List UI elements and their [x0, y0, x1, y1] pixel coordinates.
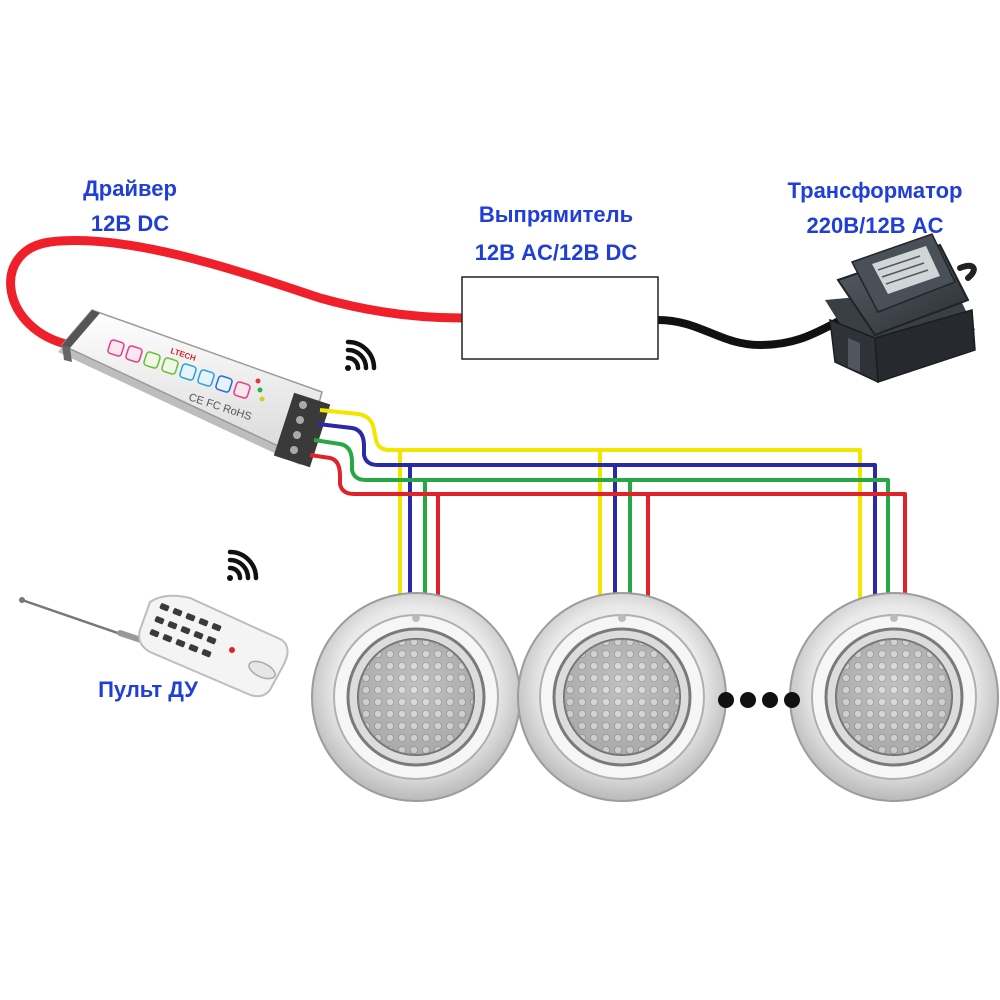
rectifier-label-line2: 12В AC/12В DC: [475, 240, 638, 265]
driver-label-line2: 12В DC: [91, 211, 169, 236]
wire-yellow: [319, 408, 862, 618]
wifi-signal-icon: [227, 549, 259, 581]
led-driver: LTECH CE FC RoHS: [58, 309, 331, 468]
driver-button-row: [107, 339, 251, 399]
wire-blue: [317, 422, 877, 618]
pool-light-1: [311, 592, 521, 802]
rectifier-to-transformer-cable: [654, 314, 849, 350]
wire-green: [313, 438, 890, 618]
wire-red: [309, 453, 907, 618]
remote-label: Пульт ДУ: [98, 677, 198, 702]
wifi-signal-icon: [345, 339, 377, 371]
rgb-wire-bus: [309, 408, 907, 618]
remote-control: [19, 594, 289, 698]
pool-light-2: [517, 592, 727, 802]
transformer: [825, 233, 977, 384]
transformer-label-line2: 220В/12В AC: [807, 213, 944, 238]
pool-light-3: [789, 592, 999, 802]
driver-power-cable: [6, 236, 467, 350]
ellipsis-dots-icon: [718, 692, 800, 708]
driver-label-line1: Драйвер: [83, 176, 177, 201]
rectifier-label-line1: Выпрямитель: [479, 202, 633, 227]
rectifier-box: [461, 276, 659, 360]
transformer-label-line1: Трансформатор: [788, 178, 963, 203]
